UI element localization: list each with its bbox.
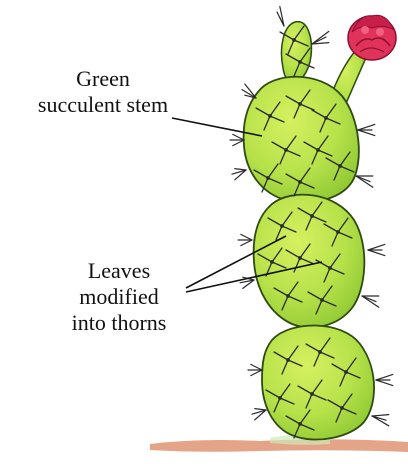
stem-label: Green succulent stem — [8, 66, 198, 118]
edge-thorn — [376, 374, 393, 380]
edge-thorn — [376, 380, 393, 386]
edge-thorn — [241, 234, 252, 240]
edge-thorn — [233, 140, 244, 146]
leaves-label-line-3: into thorns — [24, 310, 214, 336]
edge-thorn — [358, 124, 375, 130]
edge-thorn — [358, 130, 375, 136]
edge-thorn — [233, 134, 244, 140]
edge-thorn — [372, 416, 389, 426]
stem-label-line-2: succulent stem — [8, 92, 198, 118]
edge-thorn — [251, 364, 262, 370]
edge-thorn — [368, 244, 385, 250]
edge-thorn — [372, 415, 389, 416]
edge-thorn — [235, 169, 246, 170]
flower — [348, 15, 396, 60]
leaves-label-line-1: Leaves — [24, 258, 214, 284]
stem-label-line-1: Green — [8, 66, 198, 92]
edge-thorn — [255, 409, 266, 410]
leaves-label: Leaves modified into thorns — [24, 258, 214, 336]
edge-thorn — [241, 240, 252, 246]
bottom-pad — [262, 325, 374, 439]
edge-thorn — [312, 31, 329, 44]
leaves-label-line-2: modified — [24, 284, 214, 310]
edge-thorn — [368, 250, 385, 256]
edge-thorn — [251, 370, 262, 376]
